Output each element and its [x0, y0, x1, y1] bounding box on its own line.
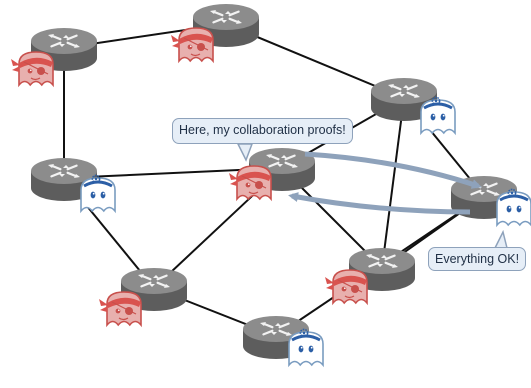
router-bottom-left-pirate-ghost-icon — [99, 291, 142, 328]
router-bottom-center — [243, 316, 324, 368]
speech-bubble-proofs-tail — [236, 143, 254, 162]
router-right-upper — [371, 78, 456, 136]
router-right-upper-good-ghost-icon — [420, 96, 456, 136]
exchange-arrow-forward — [304, 151, 482, 189]
router-bottom-left — [99, 268, 187, 328]
router-right-lower — [325, 248, 415, 306]
router-top-center — [171, 4, 259, 64]
router-top-left-pirate-ghost-icon — [11, 51, 54, 88]
router-right-upper-icon — [371, 78, 437, 121]
router-center-pirate-ghost-icon — [229, 165, 272, 202]
speech-bubble-ok: Everything OK! — [428, 247, 527, 271]
router-left-mid — [31, 158, 116, 214]
speech-bubble-proofs: Here, my collaboration proofs! — [172, 118, 353, 144]
router-top-left — [11, 28, 97, 88]
router-center — [229, 148, 315, 202]
router-bottom-left-icon — [121, 268, 187, 311]
nodes-layer — [11, 4, 531, 368]
speech-bubble-ok-tail — [493, 229, 508, 249]
router-right-lower-pirate-ghost-icon — [325, 269, 368, 306]
router-left-mid-good-ghost-icon — [80, 174, 116, 214]
router-top-center-pirate-ghost-icon — [171, 27, 214, 64]
exchange-arrow-return — [288, 192, 471, 215]
router-top-left-icon — [31, 28, 97, 71]
router-right-mid-good-ghost-icon — [496, 188, 531, 228]
link-router-right-upper--router-right-lower — [381, 97, 405, 269]
router-bottom-center-good-ghost-icon — [288, 328, 324, 368]
